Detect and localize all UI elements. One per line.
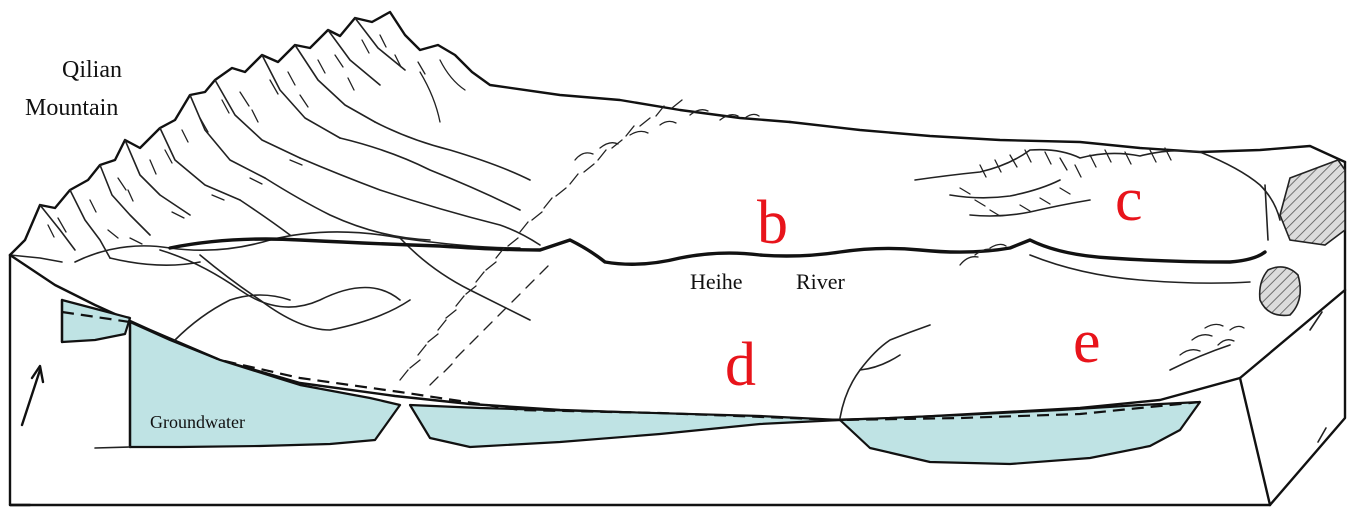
mountain-label-line2: Mountain bbox=[25, 95, 118, 121]
zone-marker-e: e bbox=[1073, 308, 1101, 376]
terminal-lakes bbox=[1260, 160, 1345, 315]
zone-marker-c: c bbox=[1115, 166, 1143, 234]
piedmont-streams bbox=[75, 122, 540, 340]
mountain-label-line1: Qilian bbox=[62, 57, 122, 83]
groundwater-label: Groundwater bbox=[150, 412, 245, 432]
river-label-word1: Heihe bbox=[690, 269, 743, 294]
zone-marker-d: d bbox=[725, 331, 756, 399]
aquifer-right bbox=[840, 402, 1200, 464]
mountain-range bbox=[10, 12, 1345, 258]
block-faces bbox=[10, 162, 1345, 505]
lower-plain bbox=[1170, 324, 1244, 370]
flow-arrow bbox=[22, 366, 43, 425]
zone-marker-b: b bbox=[757, 189, 788, 257]
river-label-word2: River bbox=[796, 269, 846, 294]
heihe-main-channel bbox=[170, 239, 1265, 264]
groundwater-section bbox=[62, 300, 1200, 464]
scarp-band bbox=[400, 100, 759, 385]
juyan-lake-north bbox=[1280, 160, 1345, 245]
juyan-lake-south bbox=[1260, 267, 1301, 315]
east-hills bbox=[915, 148, 1280, 265]
